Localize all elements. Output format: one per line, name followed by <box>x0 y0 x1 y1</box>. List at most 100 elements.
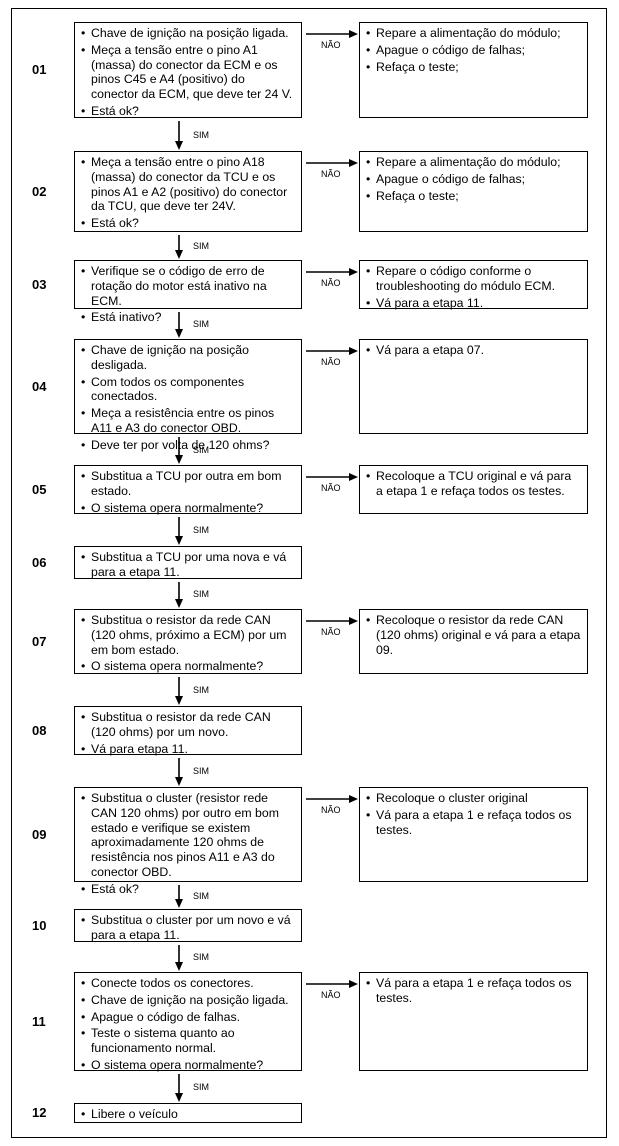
step-items: Verifique se o código de erro de rotação… <box>81 264 295 325</box>
no-arrow-head <box>349 795 358 803</box>
step-item: Chave de ignição na posição ligada. <box>81 993 295 1008</box>
step-item: Meça a resistência entre os pinos A11 e … <box>81 406 295 436</box>
step-item: Está ok? <box>81 104 295 119</box>
yes-label: SIM <box>193 129 210 140</box>
no-action-item: Apague o código de falhas; <box>366 43 581 58</box>
no-action-items: Vá para a etapa 1 e refaça todos os test… <box>366 976 581 1006</box>
yes-label: SIM <box>193 525 210 535</box>
step-items: Substitua a TCU por uma nova e vá para a… <box>81 550 295 580</box>
yes-arrow-head <box>175 455 183 464</box>
no-action-items: Recoloque a TCU original e vá para a eta… <box>366 469 581 499</box>
yes-label: SIM <box>193 241 210 251</box>
yes-arrow-head <box>175 777 183 786</box>
yes-arrow-head <box>175 599 183 608</box>
yes-arrow-head <box>175 962 183 971</box>
no-action-item: Vá para a etapa 07. <box>366 343 581 358</box>
yes-label: SIM <box>193 890 210 901</box>
step-box: Meça a tensão entre o pino A18 (massa) d… <box>74 151 302 232</box>
step-box: Libere o veículo <box>74 1103 302 1123</box>
step-item: Meça a tensão entre o pino A1 (massa) do… <box>81 43 295 102</box>
step-number: 04 <box>32 378 47 394</box>
no-action-item: Recoloque a TCU original e vá para a eta… <box>366 469 581 499</box>
yes-label: SIM <box>193 444 210 455</box>
step-item: Chave de ignição na posição desligada. <box>81 343 295 373</box>
step-item: Apague o código de falhas. <box>81 1010 295 1025</box>
no-action-items: Recoloque o resistor da rede CAN (120 oh… <box>366 613 581 657</box>
step-items: Substitua a TCU por outra em bom estado.… <box>81 469 295 515</box>
step-number: 03 <box>32 276 47 292</box>
step-box: Conecte todos os conectores.Chave de ign… <box>74 972 302 1073</box>
step-number: 09 <box>32 826 47 842</box>
step-items: Substitua o cluster por um novo e vá par… <box>81 913 295 943</box>
step-box: Substitua o cluster (resistor rede CAN 1… <box>74 787 302 896</box>
no-action-box: Repare a alimentação do módulo;Apague o … <box>359 22 588 118</box>
no-label: NÃO <box>321 40 341 50</box>
step-item: Substitua o cluster por um novo e vá par… <box>81 913 295 943</box>
no-action-box: Recoloque a TCU original e vá para a eta… <box>359 465 588 514</box>
step-box: Verifique se o código de erro de rotação… <box>74 260 302 325</box>
yes-arrow-head <box>175 329 183 338</box>
no-arrow-head <box>349 980 358 988</box>
step-item: Chave de ignição na posição ligada. <box>81 26 295 41</box>
no-action-item: Repare a alimentação do módulo; <box>366 155 581 170</box>
no-label: NÃO <box>321 805 341 815</box>
no-action-items: Vá para a etapa 07. <box>366 343 581 358</box>
step-items: Substitua o cluster (resistor rede CAN 1… <box>81 791 295 897</box>
no-action-items: Repare a alimentação do módulo; Apague o … <box>366 155 581 203</box>
no-label: NÃO <box>321 627 341 637</box>
step-items: Substitua o resistor da rede CAN (120 oh… <box>81 710 295 756</box>
step-number: 11 <box>32 1013 46 1029</box>
step-item: O sistema opera normalmente? <box>81 501 295 516</box>
no-action-item: Refaça o teste; <box>366 189 581 204</box>
yes-label: SIM <box>193 319 210 329</box>
step-item: Teste o sistema quanto ao funcionamento … <box>81 1026 295 1056</box>
no-action-box: Vá para a etapa 1 e refaça todos os test… <box>359 972 588 1071</box>
step-box: Substitua o resistor da rede CAN (120 oh… <box>74 706 302 756</box>
yes-label: SIM <box>193 766 210 776</box>
no-action-items: Repare o código conforme o troubleshooti… <box>366 264 581 310</box>
diagram-frame <box>11 8 607 1138</box>
no-action-item: Vá para a etapa 1 e refaça todos os test… <box>366 808 581 838</box>
step-item: Vá para etapa 11. <box>81 742 295 757</box>
step-item: Substitua o cluster (resistor rede CAN 1… <box>81 791 295 880</box>
yes-arrow-head <box>175 899 183 908</box>
no-label: NÃO <box>321 169 341 179</box>
step-number: 05 <box>32 481 47 497</box>
no-action-item: Vá para a etapa 11. <box>366 296 581 311</box>
step-box: Substitua o resistor da rede CAN (120 oh… <box>74 609 302 674</box>
no-arrow-head <box>349 268 358 276</box>
no-arrow-head <box>349 347 358 355</box>
no-action-box: Recoloque o resistor da rede CAN (120 oh… <box>359 609 588 674</box>
no-label: NÃO <box>321 278 341 288</box>
no-action-item: Refaça o teste; <box>366 60 581 75</box>
step-box: Substitua o cluster por um novo e vá par… <box>74 909 302 942</box>
yes-arrow-head <box>175 1093 183 1102</box>
yes-label: SIM <box>193 1082 210 1092</box>
step-number: 10 <box>32 917 47 933</box>
step-box: Chave de ignição na posição ligada. Meça … <box>74 22 302 119</box>
no-arrow-head <box>349 617 358 625</box>
step-box: Substitua a TCU por uma nova e vá para a… <box>74 546 302 579</box>
yes-label: SIM <box>193 589 210 599</box>
step-number: 01 <box>32 62 47 77</box>
step-item: O sistema opera normalmente? <box>81 659 295 674</box>
yes-arrow-head <box>175 696 183 705</box>
step-item: Com todos os componentes conectados. <box>81 375 295 405</box>
step-item: Deve ter por volta de 120 ohms? <box>81 438 295 453</box>
step-item: O sistema opera normalmente? <box>81 1058 295 1073</box>
no-action-box: Vá para a etapa 07. <box>359 339 588 434</box>
no-action-box: Recoloque o cluster originalVá para a et… <box>359 787 588 882</box>
step-item: Meça a tensão entre o pino A18 (massa) d… <box>81 155 295 214</box>
no-action-item: Apague o código de falhas; <box>366 172 581 187</box>
step-item: Substitua o resistor da rede CAN (120 oh… <box>81 710 295 740</box>
step-item: Substitua a TCU por uma nova e vá para a… <box>81 550 295 580</box>
step-number: 08 <box>32 722 47 738</box>
no-label: NÃO <box>321 357 341 367</box>
no-action-box: Repare a alimentação do módulo; Apague o … <box>359 151 588 232</box>
step-items: Meça a tensão entre o pino A18 (massa) d… <box>81 155 295 231</box>
step-items: Chave de ignição na posição desligada.Co… <box>81 343 295 453</box>
step-box: Chave de ignição na posição desligada.Co… <box>74 339 302 452</box>
step-items: Substitua o resistor da rede CAN (120 oh… <box>81 613 295 674</box>
yes-arrow-head <box>175 250 183 259</box>
